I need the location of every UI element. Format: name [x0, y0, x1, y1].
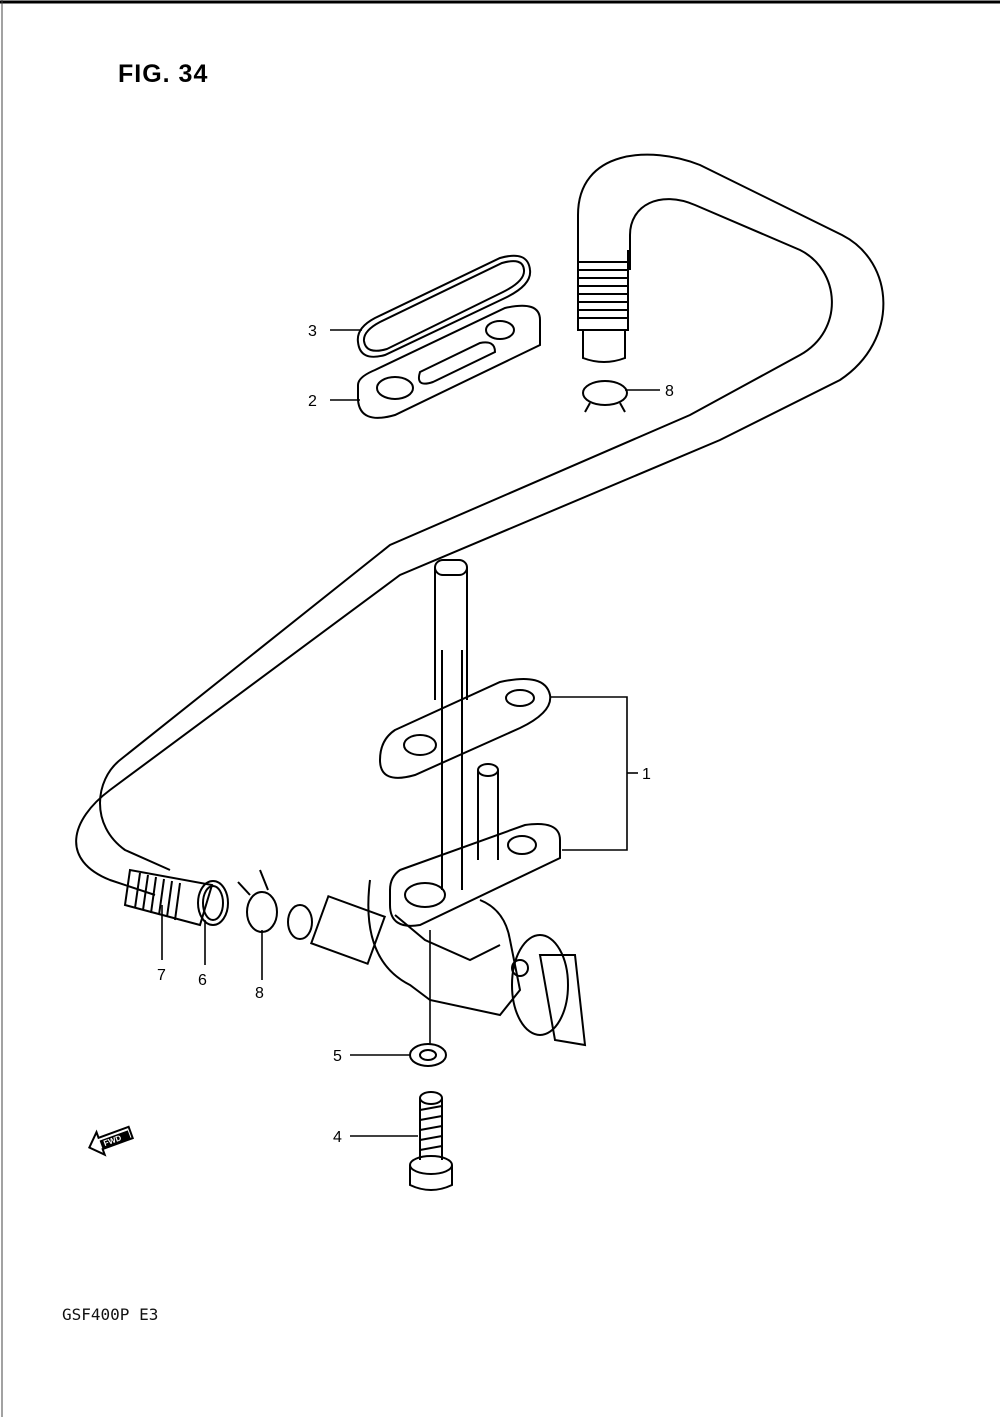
callout-numbers: 3 2 8 1 7 6 8 5 4: [157, 323, 674, 1146]
callout-8-top: 8: [665, 383, 674, 400]
callout-5: 5: [333, 1048, 342, 1065]
callout-6: 6: [198, 972, 207, 989]
fuel-hose: [75, 153, 885, 896]
hose-end-bottom: [123, 868, 229, 927]
clip-8-left: [237, 869, 278, 933]
fwd-arrow-icon: FWD: [87, 1125, 135, 1157]
hose-end-top: [577, 250, 629, 363]
callout-8-left: 8: [255, 985, 264, 1002]
callout-2: 2: [308, 393, 317, 410]
callout-7: 7: [157, 967, 166, 984]
figure-title: FIG. 34: [118, 60, 209, 88]
callout-4: 4: [333, 1129, 342, 1146]
callout-1: 1: [642, 766, 651, 783]
callout-3: 3: [308, 323, 317, 340]
fuel-cock-assy: [287, 559, 587, 1047]
gasket-3: [356, 254, 532, 358]
model-code: GSF400P E3: [62, 1305, 159, 1324]
screw-4: [409, 1091, 453, 1191]
plate-2: [357, 304, 541, 419]
washer-5: [409, 1043, 447, 1067]
clip-8-top: [582, 380, 628, 413]
leader-lines: [161, 329, 660, 1137]
